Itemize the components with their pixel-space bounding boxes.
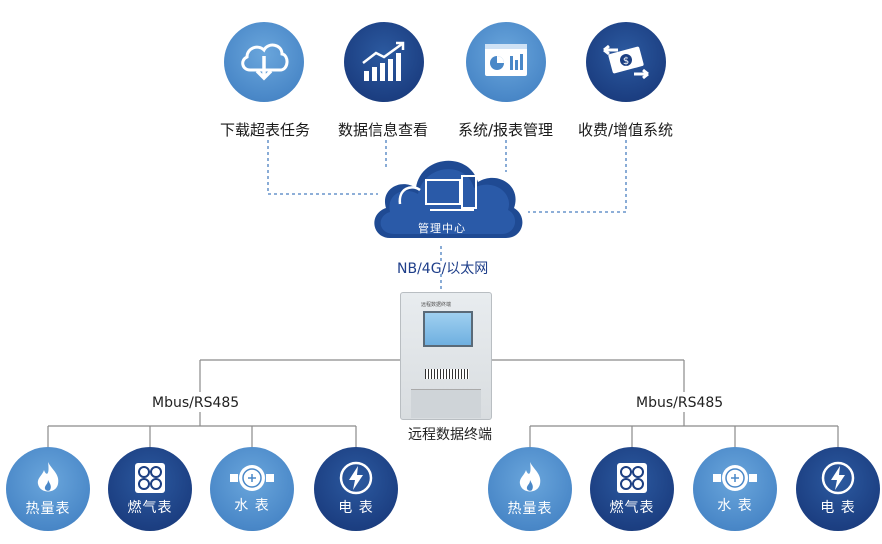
flame-icon — [519, 462, 541, 492]
gas-meter-left-label: 燃气表 — [127, 500, 173, 516]
water-meter-right-label: 水 表 — [717, 498, 753, 514]
bus-label-left: Mbus/RS485 — [152, 395, 240, 411]
terminal-base — [411, 389, 481, 418]
electric-meter-right-label: 电 表 — [820, 500, 856, 516]
gas-meter-right-label: 燃气表 — [609, 500, 655, 516]
heat-meter-right[interactable]: 热量表 — [488, 447, 572, 531]
label-report-management: 系统/报表管理 — [458, 121, 554, 139]
network-label: NB/4G/以太网 — [397, 261, 489, 277]
data-view-icon-circle[interactable] — [344, 22, 424, 102]
cloud-shape — [374, 160, 523, 238]
terminal-label: 远程数据终端 — [408, 427, 492, 443]
label-download-task: 下载超表任务 — [220, 121, 311, 139]
gas-stove-icon — [135, 463, 165, 493]
lightning-icon — [821, 461, 855, 495]
bus-label-right: Mbus/RS485 — [636, 395, 724, 411]
dashed-link-billing — [528, 140, 627, 213]
billing-system-icon-circle[interactable]: $ — [586, 22, 666, 102]
bar-chart-up-icon — [362, 41, 405, 81]
money-exchange-icon: $ — [603, 44, 649, 80]
gas-meter-left[interactable]: 燃气表 — [108, 447, 192, 531]
electric-meter-left[interactable]: 电 表 — [314, 447, 398, 531]
water-meter-right[interactable]: 水 表 — [693, 447, 777, 531]
flame-icon — [37, 462, 59, 492]
remote-data-terminal[interactable]: 远程数据终端 — [400, 292, 492, 420]
electric-meter-right[interactable]: 电 表 — [796, 447, 880, 531]
management-center-label: 管理中心 — [418, 222, 466, 235]
heat-meter-left-label: 热量表 — [25, 501, 71, 517]
terminal-screen-title: 远程数据终端 — [421, 302, 452, 308]
label-billing-system: 收费/增值系统 — [578, 121, 674, 139]
gas-stove-icon — [617, 463, 647, 493]
download-task-icon-circle[interactable] — [224, 22, 304, 102]
label-data-view: 数据信息查看 — [338, 121, 429, 139]
cloud-download-icon — [241, 43, 289, 81]
dashboard-report-icon — [485, 44, 527, 76]
svg-text:$: $ — [623, 56, 629, 67]
terminal-screen — [423, 311, 473, 347]
report-management-icon-circle[interactable] — [466, 22, 546, 102]
electric-meter-left-label: 电 表 — [338, 500, 374, 516]
lightning-icon — [339, 461, 373, 495]
gas-meter-right[interactable]: 燃气表 — [590, 447, 674, 531]
heat-meter-left[interactable]: 热量表 — [6, 447, 90, 531]
water-meter-icon — [713, 465, 757, 491]
management-center-cloud[interactable]: 管理中心 — [368, 142, 528, 250]
heat-meter-right-label: 热量表 — [507, 501, 553, 517]
water-meter-left-label: 水 表 — [234, 498, 270, 514]
dashed-link-download — [267, 140, 378, 195]
water-meter-icon — [230, 465, 274, 491]
water-meter-left[interactable]: 水 表 — [210, 447, 294, 531]
terminal-barcode — [425, 369, 469, 379]
computer-icon — [425, 175, 477, 211]
